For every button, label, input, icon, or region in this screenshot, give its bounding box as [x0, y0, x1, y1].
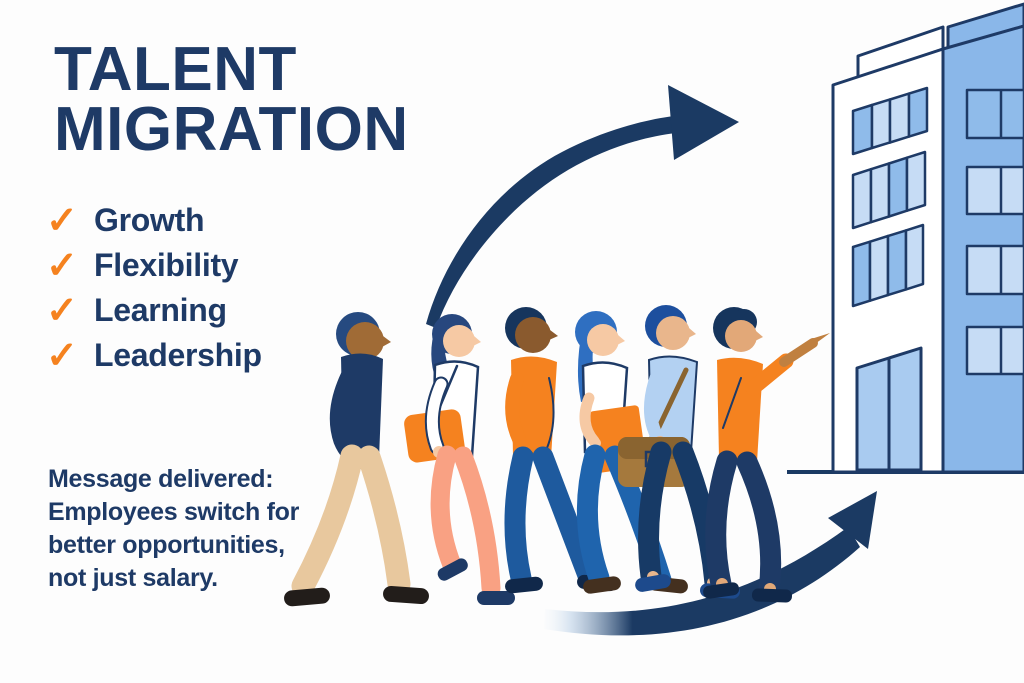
front-window-row-3	[851, 223, 925, 308]
person-2	[404, 314, 515, 605]
checklist-item-learning: ✓ Learning	[46, 288, 262, 333]
person-3	[504, 307, 617, 594]
person-6-shirt	[717, 357, 763, 462]
message-line: not just salary.	[48, 564, 218, 592]
checklist-label: Leadership	[94, 337, 262, 373]
checklist-label: Growth	[94, 202, 205, 238]
person-2-legs	[430, 445, 462, 575]
person-4-face	[587, 324, 619, 356]
curved-arrow-up-right	[426, 85, 739, 328]
checklist-item-growth: ✓ Growth	[46, 198, 262, 243]
message-line: Employees switch for	[48, 498, 300, 526]
person-3-face	[515, 317, 551, 353]
person-5-shoes	[635, 574, 671, 592]
checklist-label: Learning	[94, 292, 227, 328]
person-2-arm	[426, 378, 447, 453]
building-door	[855, 346, 923, 472]
person-4-shoes	[583, 576, 621, 594]
title-line-1: TALENT	[54, 35, 297, 104]
message-block: Message delivered: Employees switch for …	[48, 463, 299, 595]
person-5-arm	[644, 371, 665, 445]
check-icon: ✓	[46, 199, 78, 242]
check-icon: ✓	[46, 289, 78, 332]
checklist-item-leadership: ✓ Leadership	[46, 333, 262, 378]
person-1-face	[346, 322, 384, 360]
person-3-arm	[505, 372, 533, 459]
person-1-shoes	[284, 587, 330, 607]
title-line-2: MIGRATION	[54, 95, 409, 164]
person-6-forearm	[779, 338, 818, 367]
person-5-legs	[638, 441, 672, 587]
person-6-pointing-hand	[808, 333, 830, 349]
person-1	[284, 312, 429, 607]
building-side-parapet	[946, 2, 1024, 51]
swoosh-shaft	[544, 527, 860, 636]
front-window-row-2	[851, 150, 927, 230]
swoosh-head	[828, 491, 877, 549]
person-5	[618, 305, 740, 599]
arrow-swoosh-shaft	[426, 116, 676, 328]
person-6	[703, 307, 830, 603]
checklist-item-flexibility: ✓ Flexibility	[46, 243, 262, 288]
person-6-shoes	[703, 582, 740, 599]
person-2-shoes	[437, 558, 468, 581]
person-5-face	[656, 316, 690, 350]
swoosh-arrow-under-feet	[544, 491, 877, 636]
front-window-row-1	[851, 86, 929, 156]
side-window-rows	[965, 88, 1024, 376]
person-6-face	[725, 320, 757, 352]
person-3-shoes	[505, 576, 543, 594]
person-3-legs	[504, 446, 534, 589]
person-4-legs	[576, 444, 610, 589]
check-icon: ✓	[46, 244, 78, 287]
person-6-legs	[705, 450, 738, 595]
message-line: Message delivered:	[48, 465, 274, 493]
benefits-checklist: ✓ Growth ✓ Flexibility ✓ Learning ✓ Lead…	[46, 198, 262, 378]
checklist-label: Flexibility	[94, 247, 239, 283]
message-line: better opportunities,	[48, 531, 285, 559]
person-4-arm	[579, 392, 600, 447]
page-title: TALENT MIGRATION	[54, 35, 409, 164]
person-1-legs	[291, 444, 364, 598]
arrow-head	[668, 85, 739, 160]
office-building	[787, 2, 1024, 474]
check-icon: ✓	[46, 334, 78, 377]
person-2-face	[443, 325, 475, 357]
